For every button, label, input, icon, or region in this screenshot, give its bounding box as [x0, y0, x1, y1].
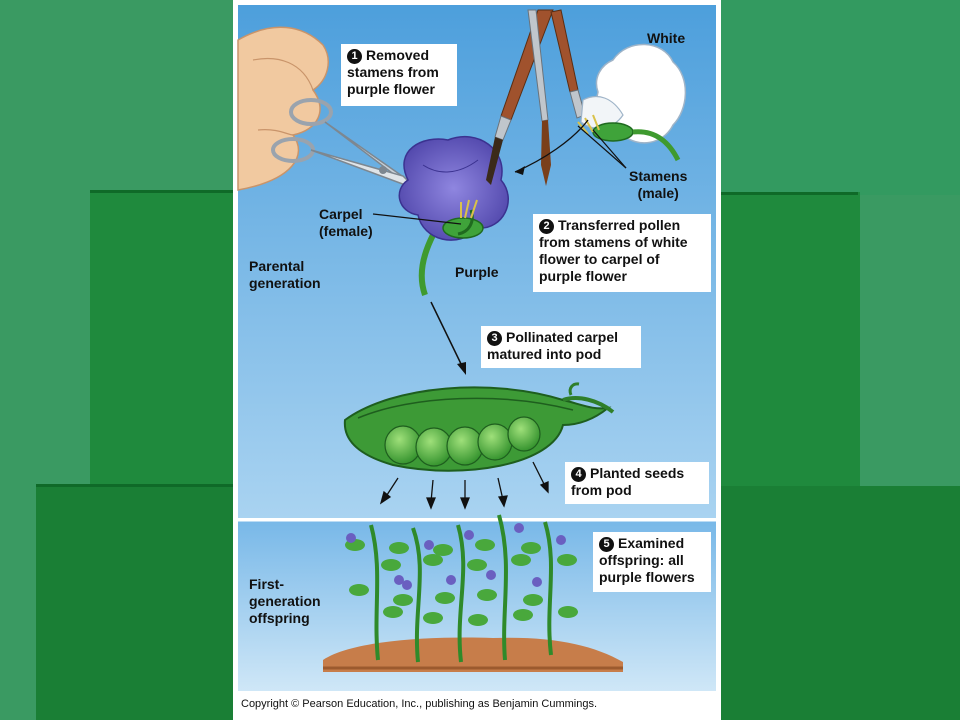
slide-bg-divider	[36, 484, 236, 487]
paintbrush-icon	[486, 9, 554, 185]
stamens-label: Stamens (male)	[629, 168, 688, 201]
step-3-number-icon: 3	[487, 331, 502, 346]
slide-bg-block-bottom-right	[718, 486, 960, 720]
slide-bg-block-top-right	[720, 0, 960, 195]
hand-icon	[237, 26, 329, 191]
paintbrush-icon	[550, 9, 586, 119]
planting-arrows	[379, 461, 549, 510]
parental-generation-label: Parental generation	[249, 258, 321, 291]
pea-seeds	[384, 416, 541, 467]
white-flower-icon	[577, 43, 687, 162]
step-2-number-icon: 2	[539, 219, 554, 234]
step-4-number-icon: 4	[571, 467, 586, 482]
paintbrush-icon	[527, 9, 551, 186]
slide-bg-block-mid-right	[718, 192, 860, 492]
pea-plant-icon	[433, 524, 488, 663]
pea-plant-icon	[475, 514, 533, 661]
step-5-number-icon: 5	[599, 537, 614, 552]
purple-label: Purple	[455, 264, 499, 280]
copyright-notice: Copyright © Pearson Education, Inc., pub…	[241, 698, 598, 710]
pea-plant-icon	[521, 521, 578, 656]
carpel-label: Carpel (female)	[319, 206, 373, 239]
first-generation-offspring-label: First- generation offspring	[249, 576, 321, 626]
pea-plant-icon	[345, 524, 404, 661]
purple-flower-icon	[398, 135, 509, 296]
step-1-number-icon: 1	[347, 49, 362, 64]
white-label: White	[647, 30, 686, 46]
pea-plant-icon	[389, 527, 443, 663]
slide-bg-divider	[718, 192, 858, 195]
soil	[323, 637, 623, 672]
slide-bg-divider	[90, 190, 238, 193]
slide-bg-block-mid-left	[90, 192, 238, 492]
slide-bg-block-bottom-left	[36, 486, 236, 720]
